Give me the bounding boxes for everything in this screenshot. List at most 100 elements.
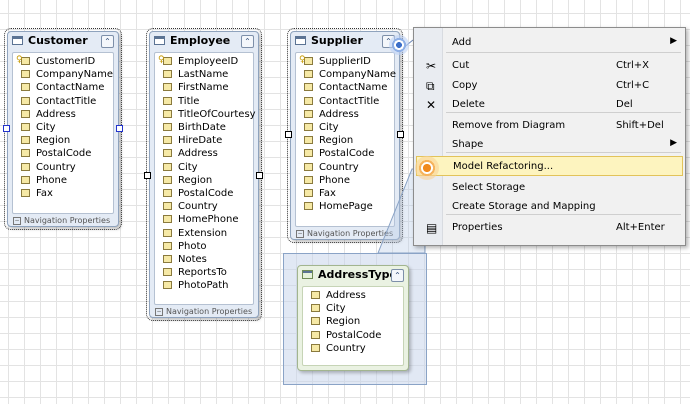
resize-handle[interactable]: [116, 125, 123, 132]
menu-item-shortcut: Del: [616, 99, 633, 110]
property-icon: [21, 136, 30, 145]
resize-handle[interactable]: [256, 172, 263, 179]
property-icon: [163, 255, 172, 263]
entity-icon: [295, 36, 306, 45]
collapse-nav-icon[interactable]: −: [155, 307, 163, 316]
entity-icon: [12, 36, 23, 45]
menu-icon-gutter: [414, 28, 443, 245]
resize-handle[interactable]: [144, 172, 151, 179]
property-label: ReportsTo: [178, 267, 227, 279]
property-icon: [21, 57, 30, 65]
property-icon: [21, 96, 30, 105]
property-icon: [21, 123, 30, 131]
property-icon: [163, 136, 172, 145]
property-icon: [21, 70, 30, 79]
key-icon: ♀: [16, 55, 23, 65]
addresstype-title: AddressType: [318, 268, 397, 281]
property-label: PostalCode: [326, 329, 382, 341]
resize-handle[interactable]: [397, 131, 404, 138]
property-label: ContactName: [319, 82, 388, 94]
property-label: Extension: [178, 227, 228, 239]
property-label: PostalCode: [319, 148, 375, 160]
menu-item-create-storage-and-mapping[interactable]: Create Storage and Mapping: [416, 197, 683, 217]
property-icon: [304, 123, 313, 131]
property-label: City: [178, 161, 198, 173]
property-icon: [304, 149, 313, 158]
navigation-properties-section[interactable]: −Navigation Properties: [296, 229, 394, 238]
menu-separator: [446, 214, 681, 215]
menu-item-shortcut: Ctrl+X: [616, 60, 650, 71]
navigation-properties-section[interactable]: −Navigation Properties: [155, 307, 253, 316]
menu-item-label: Copy: [452, 80, 478, 91]
menu-item-shape[interactable]: Shape▶: [416, 135, 683, 155]
click-target-icon: [415, 156, 439, 180]
delete-x-icon: ✕: [426, 98, 437, 112]
menu-item-label: Delete: [452, 99, 485, 110]
property-label: HomePage: [319, 201, 373, 213]
supplier-entity[interactable]: Supplier ⌃ ♀SupplierIDCompanyNameContact…: [287, 28, 403, 243]
menu-separator: [446, 152, 681, 153]
menu-item-select-storage[interactable]: Select Storage: [416, 178, 683, 198]
property-icon: [163, 109, 172, 118]
property-label: Region: [326, 316, 361, 328]
complex-type-icon: [302, 270, 313, 279]
menu-item-label: Select Storage: [452, 182, 526, 193]
property-label: HomePhone: [178, 214, 239, 226]
properties-icon: ▤: [426, 221, 438, 235]
resize-handle[interactable]: [285, 131, 292, 138]
property-icon: [304, 109, 313, 118]
property-icon: [163, 202, 172, 211]
supplier-entity-title: Supplier: [311, 34, 363, 47]
property-icon: [163, 175, 172, 184]
property-icon: [311, 317, 320, 326]
property-label: EmployeeID: [178, 56, 239, 67]
collapse-icon[interactable]: ⌃: [241, 35, 254, 48]
property-icon: [21, 189, 30, 197]
menu-item-delete[interactable]: ✕ Delete Del: [416, 95, 683, 115]
property-label: ContactTitle: [319, 95, 380, 107]
property-label: Country: [36, 161, 76, 173]
property-icon: [311, 304, 320, 313]
property-icon: [163, 83, 172, 92]
property-label: PostalCode: [178, 188, 234, 199]
scissors-icon: ✂: [426, 59, 437, 73]
collapse-icon[interactable]: ⌃: [101, 35, 114, 48]
property-icon: [21, 175, 30, 184]
property-icon: [304, 57, 313, 65]
property-label: CompanyName: [36, 69, 114, 81]
collapse-nav-icon[interactable]: −: [13, 216, 21, 225]
addresstype-header[interactable]: AddressType ⌃: [298, 266, 408, 284]
property-icon: [163, 162, 172, 171]
property-icon: [304, 96, 313, 105]
menu-item-label: Model Refactoring...: [453, 161, 554, 172]
property-label: City: [319, 122, 339, 133]
resize-handle[interactable]: [3, 125, 10, 132]
collapse-icon[interactable]: ⌃: [391, 269, 404, 282]
navigation-properties-section[interactable]: −Navigation Properties: [13, 216, 111, 225]
property-label: Notes: [178, 254, 207, 265]
property-label: TitleOfCourtesy: [178, 108, 256, 120]
customer-entity-header[interactable]: Customer ⌃: [8, 32, 118, 50]
property-label: Fax: [36, 188, 53, 199]
property-icon: [163, 228, 172, 237]
property-label: Region: [178, 174, 213, 186]
collapse-nav-icon[interactable]: −: [296, 229, 304, 238]
property-label: Address: [319, 108, 359, 120]
employee-entity-header[interactable]: Employee ⌃: [150, 32, 258, 50]
menu-item-add[interactable]: Add▶: [416, 33, 683, 53]
property-label: ContactTitle: [36, 95, 97, 107]
menu-item-model-refactoring[interactable]: Model Refactoring...: [416, 156, 683, 176]
property-label: LastName: [178, 69, 229, 81]
submenu-arrow-icon: ▶: [670, 36, 677, 46]
property-label: Title: [178, 95, 200, 107]
